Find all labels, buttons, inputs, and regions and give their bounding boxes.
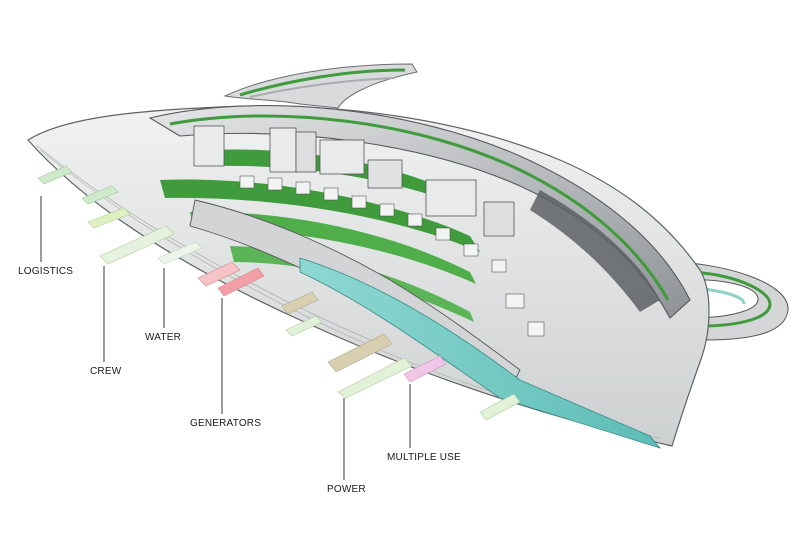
label-multiple-use: MULTIPLE USE: [387, 452, 461, 463]
label-logistics: LOGISTICS: [18, 266, 74, 277]
logistics-block: [37, 165, 119, 205]
label-water: WATER: [145, 332, 181, 343]
label-generators: GENERATORS: [190, 418, 262, 429]
water-block: [157, 241, 203, 265]
label-power: POWER: [327, 484, 366, 495]
residential-blocks: [193, 125, 545, 337]
multiple-use-block: [403, 355, 521, 421]
water-channel: [299, 257, 662, 449]
power-block: [281, 291, 413, 399]
inner-deck: [189, 199, 662, 449]
system-blocks: [37, 165, 521, 421]
label-crew: CREW: [90, 366, 122, 377]
tower-block: [193, 125, 515, 237]
house-row: [239, 175, 545, 337]
upper-fin: [223, 63, 418, 109]
generators-block: [197, 261, 265, 297]
leader-lines: [40, 196, 411, 480]
crew-block: [87, 207, 175, 265]
